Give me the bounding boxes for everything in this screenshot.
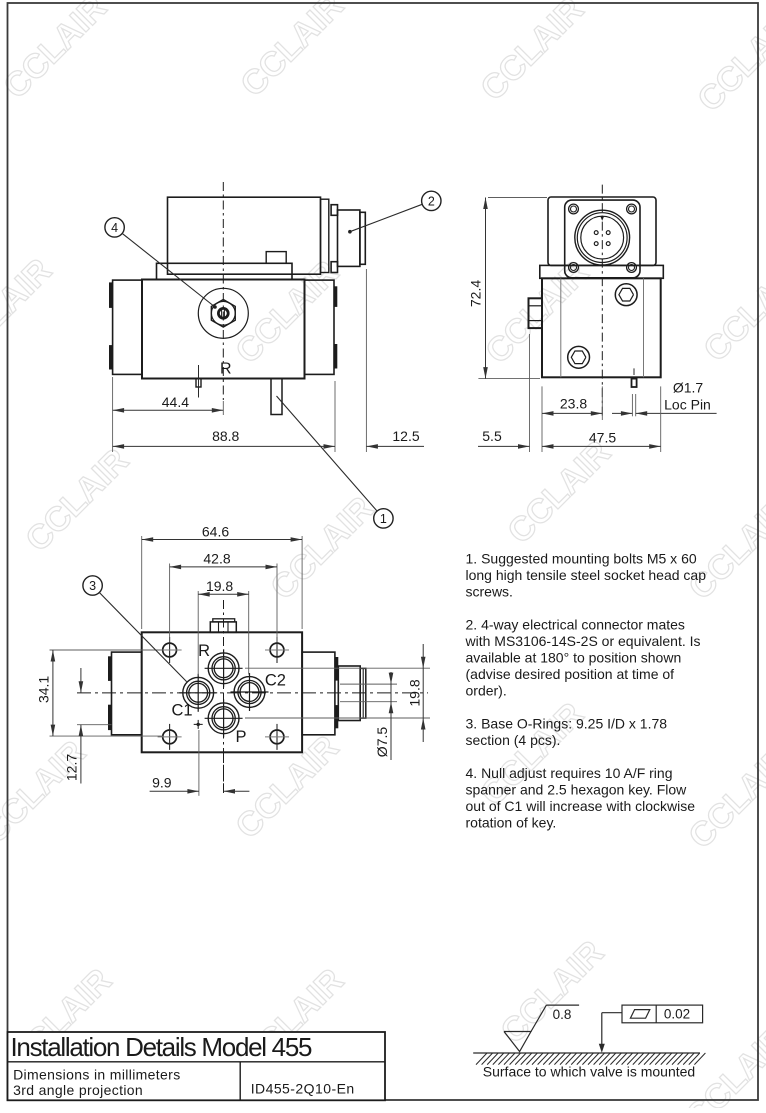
svg-text:3. Base O-Rings: 9.25 I/D x 1.: 3. Base O-Rings: 9.25 I/D x 1.78 bbox=[466, 716, 668, 732]
svg-text:44.4: 44.4 bbox=[162, 394, 189, 410]
svg-text:with MS3106-14S-2S or equivale: with MS3106-14S-2S or equivalent. Is bbox=[465, 633, 701, 649]
svg-text:19.8: 19.8 bbox=[406, 679, 422, 706]
svg-text:2: 2 bbox=[428, 194, 435, 208]
svg-text:(advise desired position at ti: (advise desired position at time of bbox=[466, 666, 675, 682]
svg-text:order).: order). bbox=[466, 683, 507, 699]
svg-text:out of C1 will increase with c: out of C1 will increase with clockwise bbox=[466, 798, 696, 814]
svg-text:0.8: 0.8 bbox=[553, 1007, 572, 1022]
svg-text:Surface to which valve is moun: Surface to which valve is mounted bbox=[483, 1064, 695, 1080]
svg-text:Loc Pin: Loc Pin bbox=[664, 397, 711, 413]
svg-text:4. Null adjust requires 10 A/F: 4. Null adjust requires 10 A/F ring bbox=[466, 765, 673, 781]
svg-text:Ø7.5: Ø7.5 bbox=[374, 727, 390, 758]
svg-text:section (4 pcs).: section (4 pcs). bbox=[466, 732, 561, 748]
svg-text:1: 1 bbox=[380, 512, 387, 526]
svg-text:C1: C1 bbox=[171, 702, 192, 720]
svg-text:screws.: screws. bbox=[466, 584, 513, 600]
svg-text:available at 180° to position: available at 180° to position shown bbox=[466, 650, 682, 666]
svg-text:47.5: 47.5 bbox=[589, 429, 616, 445]
svg-text:42.8: 42.8 bbox=[203, 550, 230, 566]
svg-text:3rd angle projection: 3rd angle projection bbox=[13, 1082, 143, 1098]
svg-text:ID455-2Q10-En: ID455-2Q10-En bbox=[251, 1081, 355, 1097]
svg-text:P: P bbox=[235, 728, 246, 746]
svg-text:0.02: 0.02 bbox=[664, 1007, 690, 1022]
svg-text:R: R bbox=[198, 642, 210, 660]
svg-text:Installation Details Model 455: Installation Details Model 455 bbox=[11, 1032, 312, 1062]
svg-text:long high tensile steel socket: long high tensile steel socket head cap bbox=[466, 567, 707, 583]
svg-text:9.9: 9.9 bbox=[152, 775, 172, 791]
svg-text:5.5: 5.5 bbox=[482, 428, 502, 444]
svg-text:C2: C2 bbox=[265, 672, 286, 690]
svg-text:Ø1.7: Ø1.7 bbox=[673, 380, 704, 396]
svg-text:3: 3 bbox=[89, 579, 96, 593]
svg-text:rotation of key.: rotation of key. bbox=[466, 815, 557, 831]
svg-text:12.5: 12.5 bbox=[392, 428, 419, 444]
svg-text:12.7: 12.7 bbox=[64, 754, 80, 781]
svg-text:2. 4-way electrical connector: 2. 4-way electrical connector mates bbox=[466, 617, 685, 633]
svg-text:64.6: 64.6 bbox=[202, 523, 229, 539]
svg-text:34.1: 34.1 bbox=[36, 676, 52, 703]
svg-text:1. Suggested mounting bolts M5: 1. Suggested mounting bolts M5 x 60 bbox=[466, 551, 697, 567]
svg-text:23.8: 23.8 bbox=[560, 395, 587, 411]
svg-text:19.8: 19.8 bbox=[206, 578, 233, 594]
svg-text:Dimensions in millimeters: Dimensions in millimeters bbox=[13, 1067, 180, 1083]
svg-text:88.8: 88.8 bbox=[212, 428, 239, 444]
svg-text:72.4: 72.4 bbox=[468, 280, 484, 307]
svg-text:R: R bbox=[220, 361, 232, 378]
svg-text:spanner and 2.5 hexagon key. F: spanner and 2.5 hexagon key. Flow bbox=[466, 782, 688, 798]
svg-text:4: 4 bbox=[111, 221, 118, 235]
